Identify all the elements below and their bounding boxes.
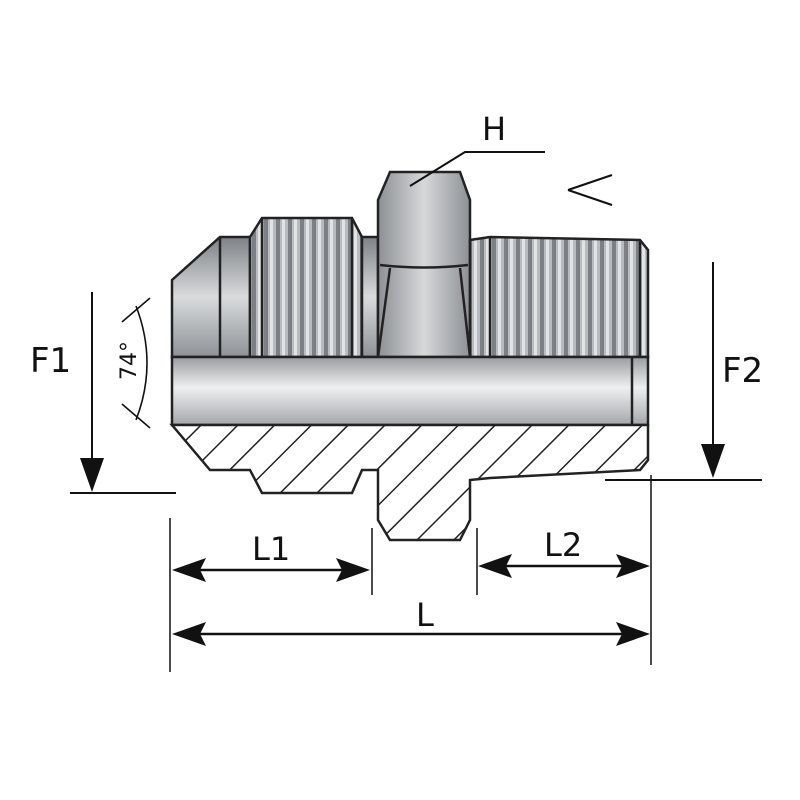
label-h: H [482,110,506,148]
l1-dimension [172,558,370,582]
label-f2: F2 [722,351,763,391]
f1-dimension [70,292,176,494]
extension-lines [169,475,652,672]
bore [170,355,650,427]
f2-dimension [605,262,762,481]
label-f1: F1 [30,341,71,381]
fitting-section-hatched [169,423,650,542]
label-l: L [416,596,434,634]
label-l2: L2 [544,526,582,564]
hex-leader [409,151,545,187]
l2-dimension [478,554,650,578]
fitting-upper-half [170,170,650,359]
label-angle: 74° [117,341,142,380]
taper-symbol [567,189,613,206]
angle-dimension [121,297,151,429]
l-dimension [172,622,650,646]
label-l1: L1 [252,530,290,568]
taper-symbol-line [567,174,613,191]
